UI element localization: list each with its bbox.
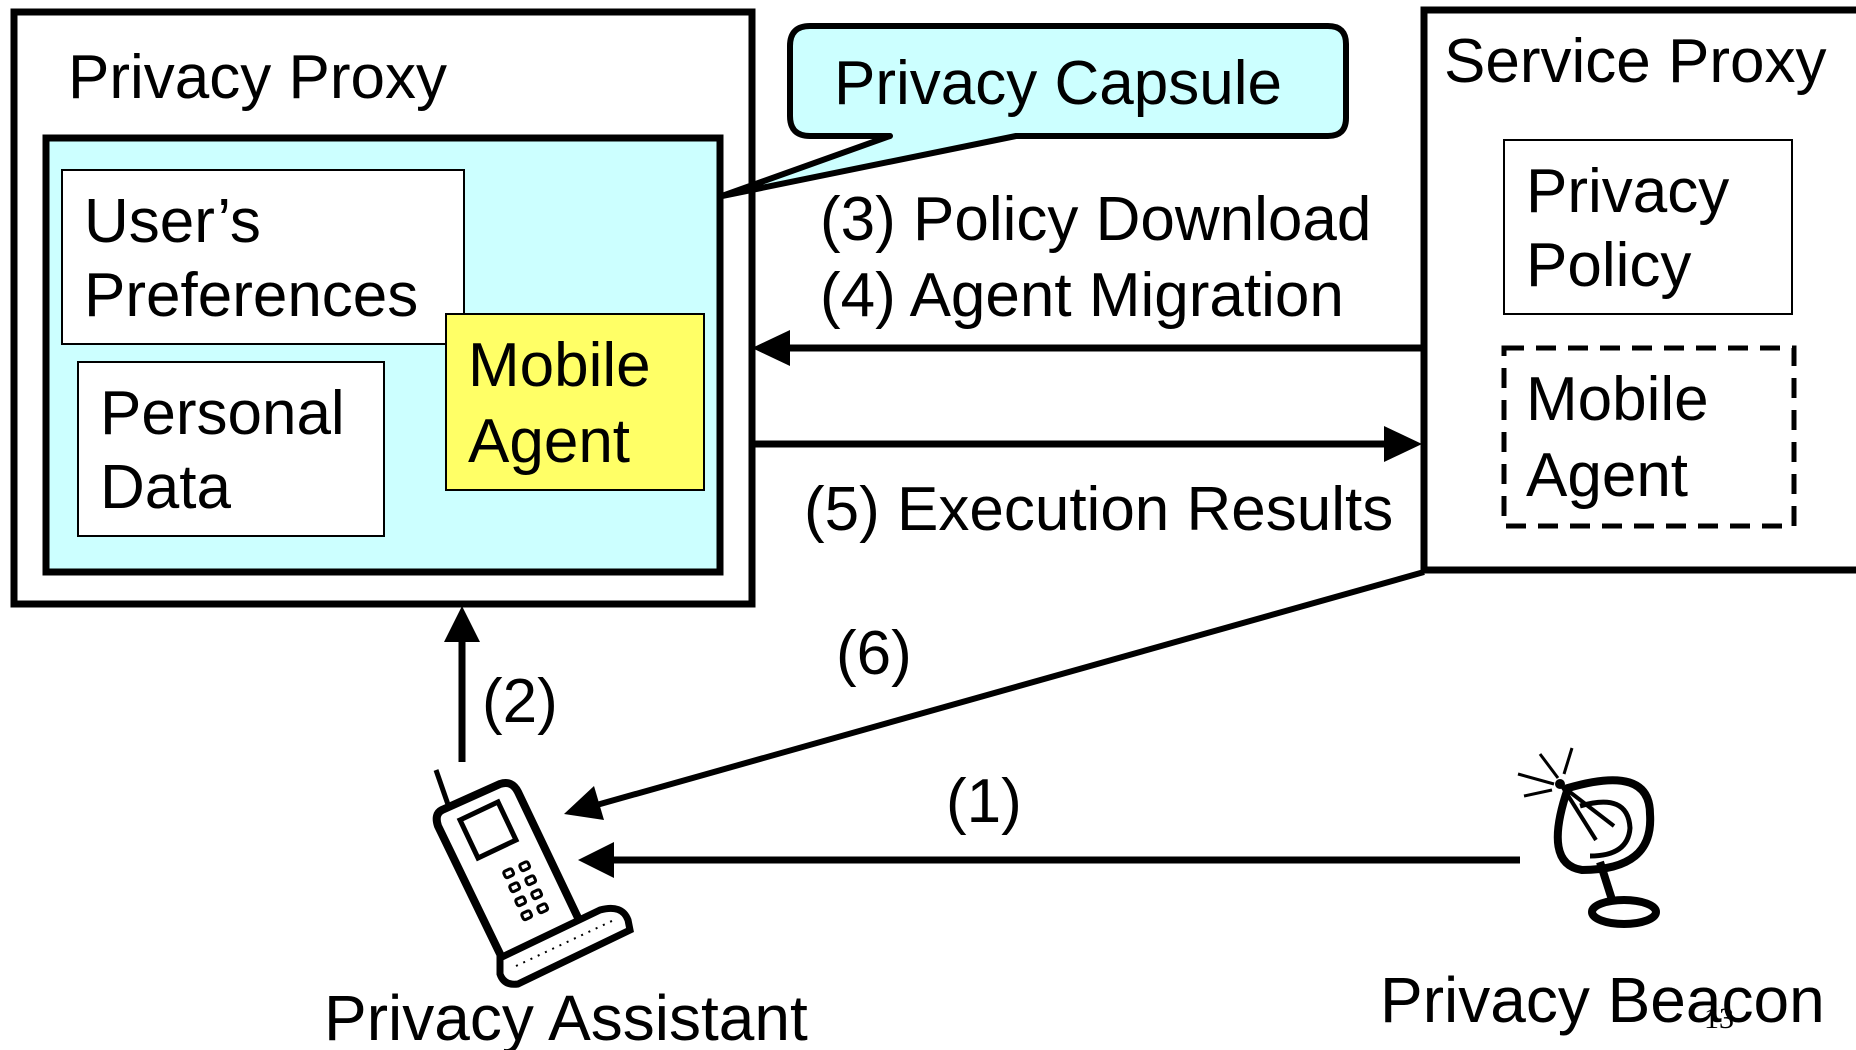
personal-data-box: Personal Data [77, 361, 385, 537]
step5-label: (5) Execution Results [804, 475, 1393, 544]
step3-label: (3) Policy Download [820, 185, 1371, 254]
privacy-policy-label-line2: Policy [1526, 231, 1691, 300]
personal-data-label-line1: Personal [100, 379, 345, 448]
privacy-proxy-title: Privacy Proxy [68, 43, 447, 112]
users-preferences-label-line2: Preferences [84, 261, 418, 330]
privacy-beacon-label: Privacy Beacon [1380, 964, 1825, 1036]
privacy-policy-label-line1: Privacy [1526, 157, 1729, 226]
capsule-mobile-agent-box: Mobile Agent [445, 313, 705, 491]
capsule-mobile-agent-label-line2: Agent [468, 407, 630, 476]
privacy-capsule-callout-label: Privacy Capsule [834, 49, 1282, 118]
service-mobile-agent-box: Mobile Agent [1501, 345, 1797, 529]
privacy-policy-box: Privacy Policy [1503, 139, 1793, 315]
arrow-step6 [564, 569, 1425, 820]
arrow-step2 [444, 606, 480, 762]
arrow-policy-download [752, 330, 1424, 366]
step6-label: (6) [836, 619, 912, 688]
satellite-dish-icon [1517, 747, 1660, 928]
service-proxy-box: Service Proxy Privacy Policy Mobile Agen… [1420, 6, 1856, 574]
service-proxy-title: Service Proxy [1444, 27, 1826, 96]
service-mobile-agent-label-line1: Mobile [1526, 365, 1709, 434]
service-mobile-agent-label-line2: Agent [1526, 441, 1688, 510]
personal-data-label-line2: Data [100, 453, 231, 522]
step2-label: (2) [482, 667, 558, 736]
page-number: 13 [1704, 1002, 1734, 1035]
privacy-capsule-callout: Privacy Capsule [719, 23, 1349, 199]
privacy-capsule: User’s Preferences Personal Data Mobile … [42, 134, 724, 576]
arrow-step1 [578, 842, 1520, 878]
step1-label: (1) [946, 767, 1022, 836]
users-preferences-label-line1: User’s [84, 187, 261, 256]
privacy-assistant-label: Privacy Assistant [324, 982, 808, 1050]
mobile-phone-icon [432, 769, 634, 988]
capsule-mobile-agent-label-line1: Mobile [468, 331, 651, 400]
arrow-execution-results [752, 426, 1422, 462]
users-preferences-box: User’s Preferences [61, 169, 465, 345]
step4-label: (4) Agent Migration [820, 261, 1344, 330]
